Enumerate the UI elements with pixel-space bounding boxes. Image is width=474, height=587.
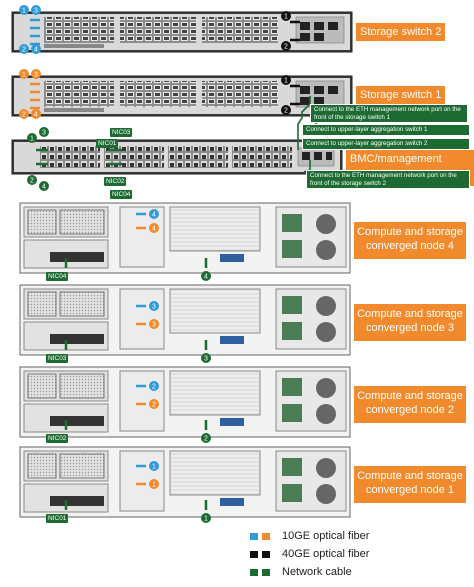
nic03-label-top: NIC03: [110, 128, 133, 137]
node-1-label: Compute and storage converged node 1: [354, 466, 466, 503]
node2-num-blue: 2: [152, 384, 156, 391]
node1-num-green: 1: [204, 516, 208, 523]
node3-nic-label: NIC03: [46, 354, 69, 363]
legend-swatch-green-2: [262, 569, 270, 576]
node-3-label: Compute and storage converged node 3: [354, 304, 466, 341]
bmc-management-switch: [11, 139, 343, 175]
node2-num-orange: 2: [152, 402, 156, 409]
note-eth-front-2: Connect to the ETH management network po…: [306, 170, 470, 189]
s2-num-4: 4: [34, 47, 38, 54]
legend-label-40ge: 40GE optical fiber: [282, 548, 370, 560]
node2-nic-label: NIC02: [46, 434, 69, 443]
s2-num-2: 2: [22, 47, 26, 54]
legend-swatch-blue: [250, 533, 258, 540]
node2-num-green: 2: [204, 436, 208, 443]
legend-label-network: Network cable: [282, 566, 352, 578]
bmc-num-3: 3: [42, 130, 46, 137]
s2-num-1: 1: [22, 8, 26, 15]
s1-num-4: 4: [34, 112, 38, 119]
bmc-num-2: 2: [30, 178, 34, 185]
node3-num-blue: 3: [152, 304, 156, 311]
nic02-label-top: NIC02: [104, 177, 127, 186]
storage-switch-2-label: Storage switch 2: [356, 23, 446, 41]
node-port-markers: 4 4 4 3 3 3 2 2 2 1 1 1: [64, 209, 211, 523]
storage-switch-1-label: Storage switch 1: [356, 86, 446, 104]
storage-switch-2: [11, 11, 353, 53]
s1-num-2: 2: [22, 112, 26, 119]
legend-row-40ge: 40GE optical fiber: [230, 548, 470, 562]
s2-black-1: 1: [284, 14, 288, 21]
legend-swatch-black-1: [250, 551, 258, 558]
legend-swatch-green-1: [250, 569, 258, 576]
s1-black-2: 2: [284, 108, 288, 115]
node-2-label: Compute and storage converged node 2: [354, 386, 466, 423]
bmc-num-4: 4: [42, 184, 46, 191]
s1-black-1: 1: [284, 78, 288, 85]
s2-num-3: 3: [34, 8, 38, 15]
legend-label-10ge: 10GE optical fiber: [282, 530, 370, 542]
node1-num-orange: 1: [152, 482, 156, 489]
note-upper-1: Connect to upper-layer aggregation switc…: [302, 124, 470, 136]
note-upper-2: Connect to upper-layer aggregation switc…: [302, 138, 470, 150]
node-4-label: Compute and storage converged node 4: [354, 222, 466, 259]
nic01-label-top: NIC01: [96, 139, 119, 148]
legend-swatch-orange: [262, 533, 270, 540]
s1-num-3: 3: [34, 72, 38, 79]
node1-nic-label: NIC01: [46, 514, 69, 523]
node4-nic-label: NIC04: [46, 272, 69, 281]
legend: 10GE optical fiber 40GE optical fiber Ne…: [230, 530, 470, 586]
server-node-3: [19, 284, 351, 356]
node1-num-blue: 1: [152, 464, 156, 471]
s1-num-1: 1: [22, 72, 26, 79]
server-node-2: [19, 366, 351, 438]
node3-num-green: 3: [204, 356, 208, 363]
server-node-1: [19, 446, 351, 518]
node4-num-orange: 4: [152, 226, 156, 233]
s2-black-2: 2: [284, 44, 288, 51]
server-node-4: [19, 202, 351, 274]
switch-number-circles: 1 3 2 4 1 3 2 4 1 3 2 4 1 2 1 2: [19, 5, 291, 191]
note-eth-front-1: Connect to the ETH management network po…: [310, 104, 468, 123]
nic04-label-top: NIC04: [110, 190, 133, 199]
legend-row-network: Network cable: [230, 566, 470, 580]
node4-num-green: 4: [204, 274, 208, 281]
legend-row-10ge: 10GE optical fiber: [230, 530, 470, 544]
storage-switch-1: [11, 75, 353, 117]
legend-swatch-black-2: [262, 551, 270, 558]
node4-num-blue: 4: [152, 212, 156, 219]
node3-num-orange: 3: [152, 322, 156, 329]
bmc-num-1: 1: [30, 136, 34, 143]
